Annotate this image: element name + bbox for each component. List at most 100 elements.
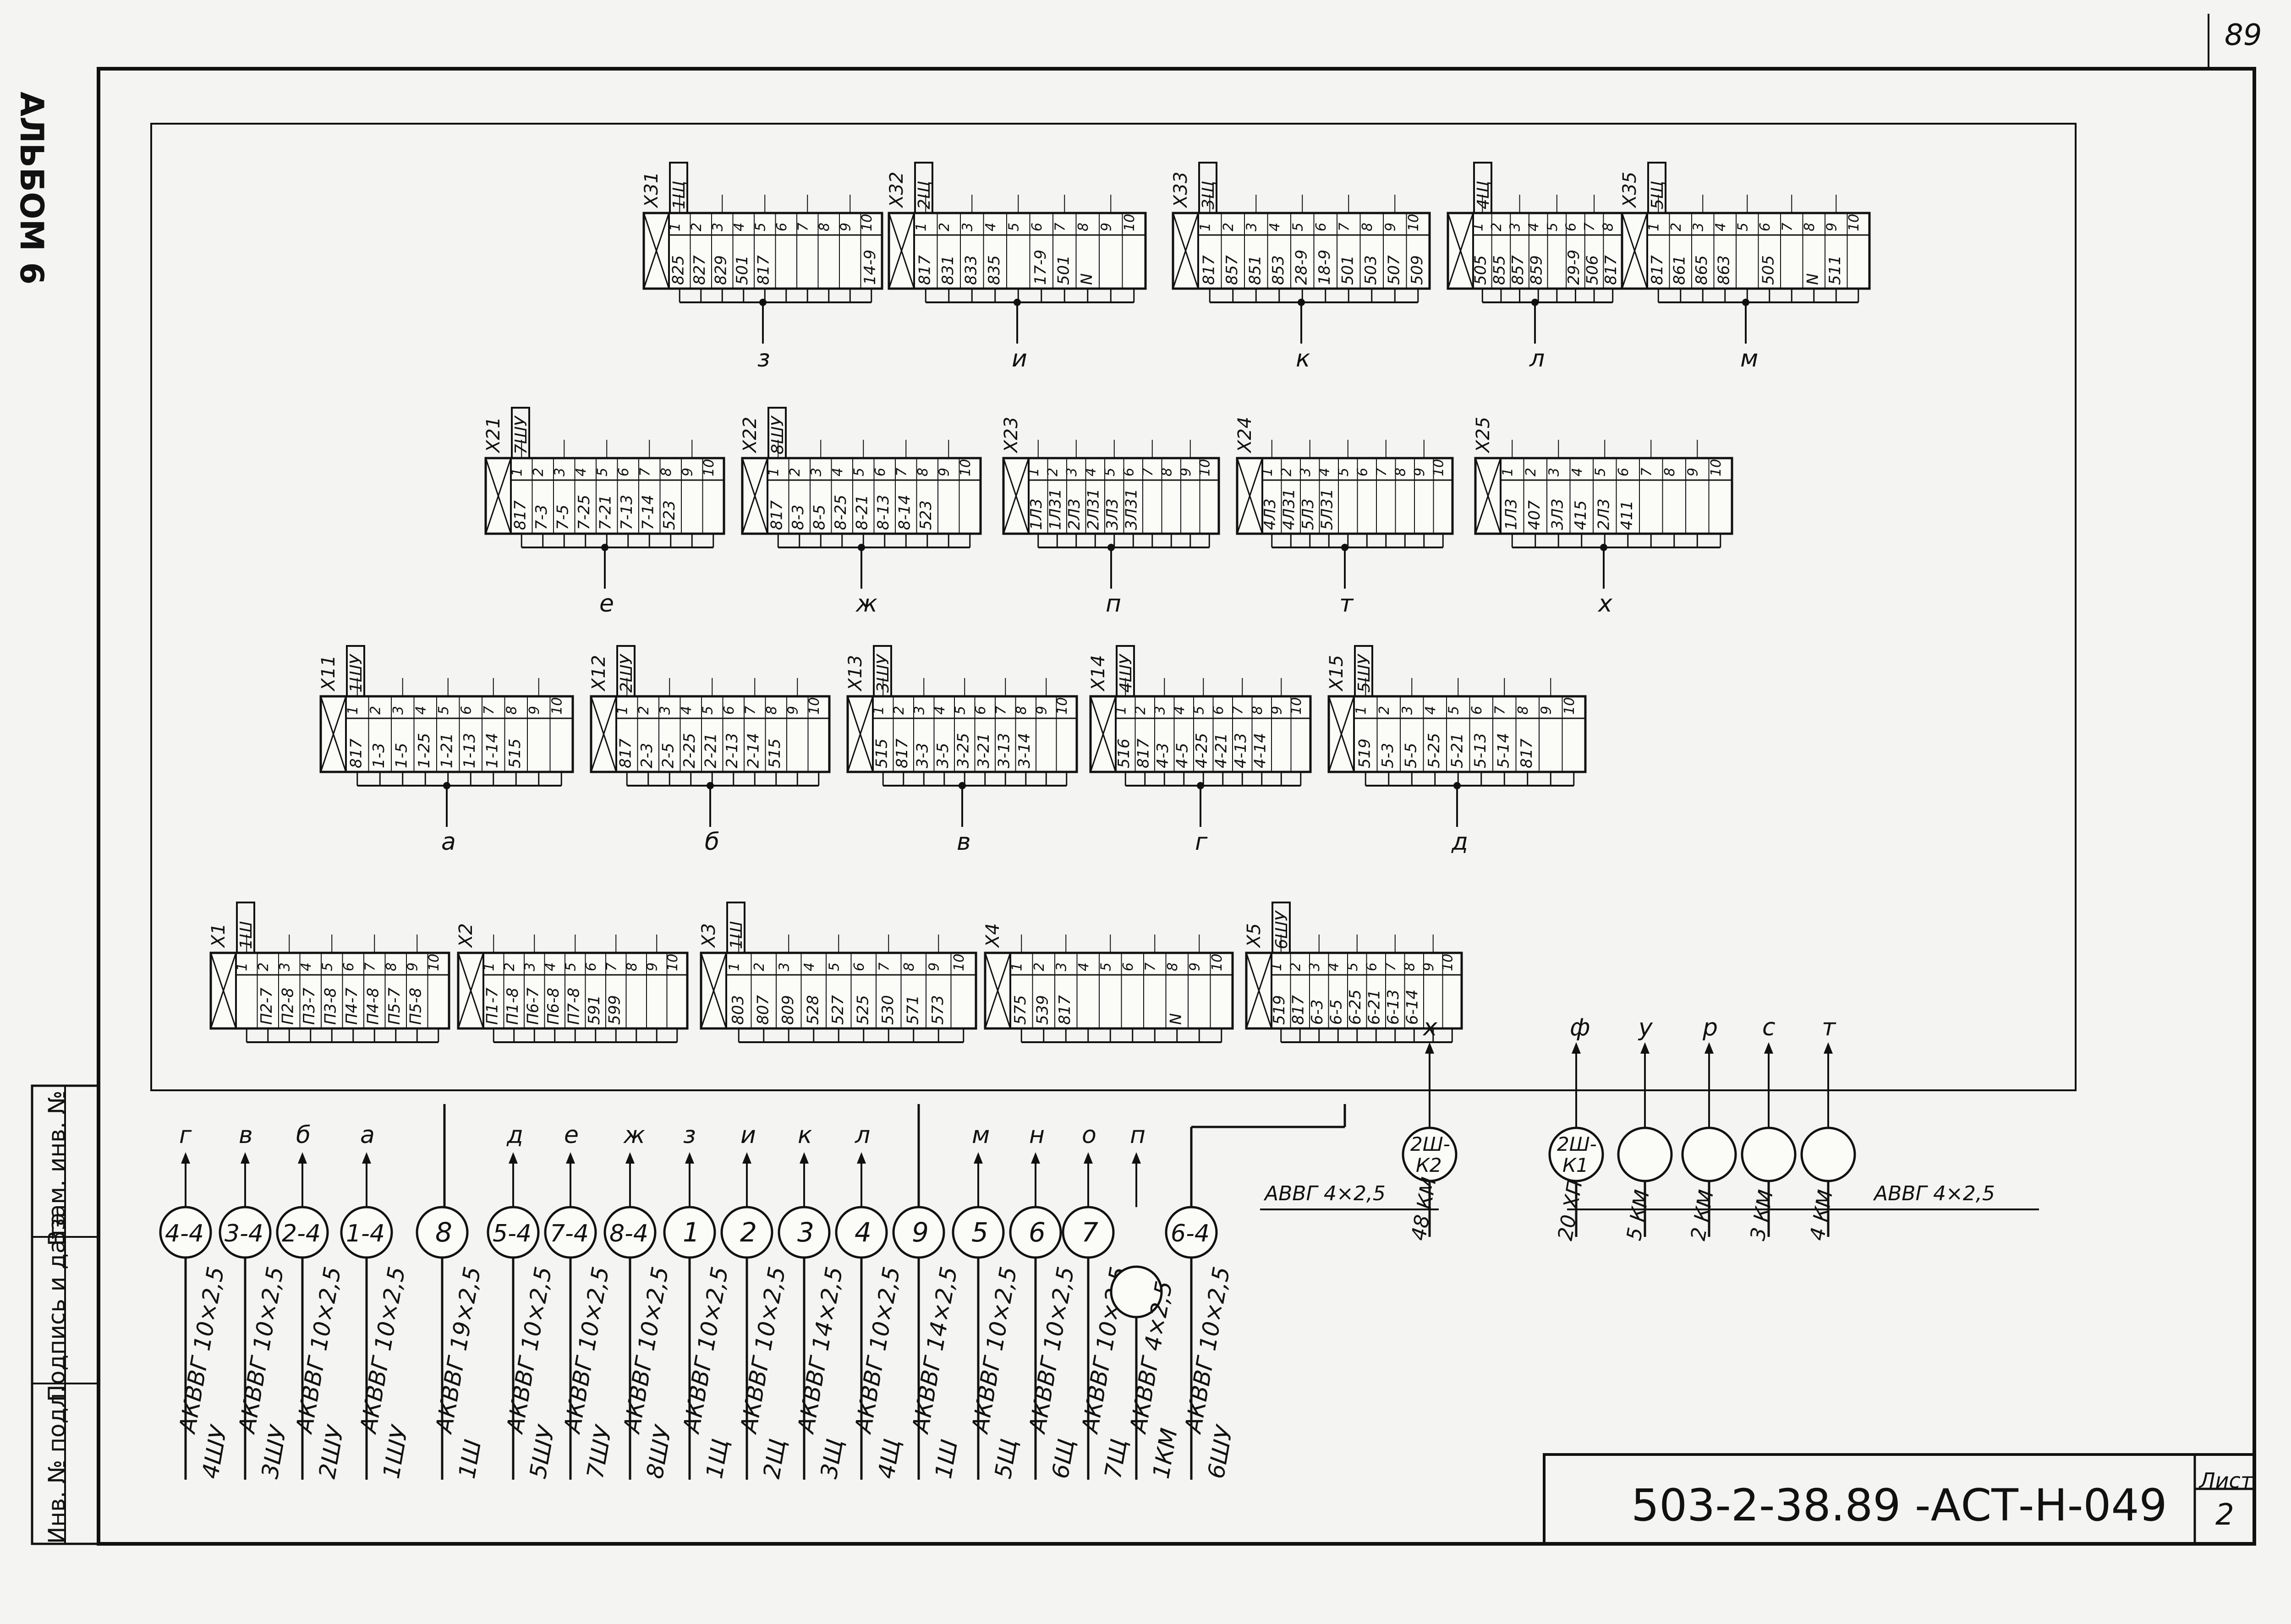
slot-number: 1 bbox=[1500, 468, 1516, 476]
terminal-block-frame bbox=[1245, 951, 1463, 1030]
slot-number: 10 bbox=[1708, 459, 1724, 476]
block-id-box bbox=[616, 645, 636, 697]
group-letter: з bbox=[757, 345, 770, 372]
block-id-box bbox=[236, 902, 255, 954]
terminal-block-frame bbox=[1621, 212, 1871, 290]
slot-label: 14-9 bbox=[861, 250, 879, 285]
slot-number: 7 bbox=[1374, 468, 1390, 476]
junction-dot bbox=[1341, 544, 1348, 551]
slot-number: 1 bbox=[667, 223, 683, 231]
block-id-box bbox=[1354, 645, 1373, 697]
slot-label: 863 bbox=[1715, 255, 1733, 285]
cable-letter: р bbox=[1702, 1014, 1718, 1041]
cable-circle-label: 4 bbox=[855, 1217, 871, 1248]
slot-number: 7 bbox=[1052, 223, 1068, 231]
junction-dot bbox=[1531, 299, 1539, 306]
slot-label: П6-8 bbox=[544, 988, 563, 1025]
slot-number: 8 bbox=[1014, 706, 1030, 715]
slot-number: 8 bbox=[915, 468, 931, 476]
slot-label: 511 bbox=[1826, 255, 1844, 285]
slot-number: 7 bbox=[1639, 468, 1655, 476]
slot-label: 865 bbox=[1693, 255, 1711, 285]
slot-label: 530 bbox=[879, 995, 897, 1025]
group-letter: в bbox=[957, 828, 971, 856]
block-id-box bbox=[914, 162, 933, 214]
slot-label: 817 bbox=[1648, 255, 1666, 285]
cable-letter: з bbox=[683, 1121, 696, 1149]
slot-number: 5 bbox=[319, 962, 335, 971]
slot-number: 2 bbox=[256, 962, 272, 971]
slot-label: 6-25 bbox=[1346, 990, 1365, 1025]
slot-label: П1-8 bbox=[504, 988, 522, 1025]
block-name: Х24 bbox=[1234, 417, 1255, 454]
slot-number: 9 bbox=[1034, 706, 1050, 715]
cable-letter: в bbox=[239, 1121, 253, 1149]
slot-number: 1 bbox=[726, 962, 742, 971]
block-id-box bbox=[873, 645, 892, 697]
slot-number: 2 bbox=[891, 706, 907, 715]
terminal-block-frame bbox=[209, 951, 450, 1030]
cable-circle-label: 7-4 bbox=[550, 1220, 589, 1247]
slot-number: 5 bbox=[1006, 223, 1022, 231]
right-cable-type-right: АВВГ 4×2,5 bbox=[1873, 1182, 1995, 1205]
slot-number: 4 bbox=[1423, 706, 1439, 715]
slot-number: 7 bbox=[637, 468, 653, 476]
slot-number: 8 bbox=[1515, 706, 1531, 715]
arrow-icon bbox=[181, 1152, 190, 1164]
slot-number: 9 bbox=[838, 223, 854, 231]
slot-label: 4-3 bbox=[1154, 743, 1172, 768]
slot-number: 5 bbox=[700, 706, 716, 715]
cable-letter: л bbox=[855, 1121, 870, 1149]
slot-label: 7-21 bbox=[597, 495, 615, 530]
slot-label: 1-14 bbox=[483, 733, 502, 768]
slot-number: 1 bbox=[1353, 706, 1369, 715]
slot-number: 7 bbox=[1140, 468, 1156, 476]
slot-label: 7-5 bbox=[554, 504, 572, 530]
cable-type: АКВВГ 10×2,5 bbox=[559, 1264, 614, 1436]
slot-label: 2-13 bbox=[723, 733, 741, 768]
cable-circle-label: 5 bbox=[971, 1217, 988, 1248]
slot-label: П4-7 bbox=[343, 988, 361, 1025]
cable-letter: и bbox=[740, 1121, 756, 1149]
slot-number: 8 bbox=[504, 706, 520, 715]
slot-label: 3Л3 bbox=[1103, 498, 1122, 530]
slot-label: 5-21 bbox=[1448, 733, 1466, 768]
slot-number: 9 bbox=[1178, 468, 1194, 476]
cable-letter: е bbox=[564, 1121, 579, 1149]
slot-number: 3 bbox=[1507, 223, 1524, 231]
slot-number: 10 bbox=[549, 697, 565, 715]
slot-number: 7 bbox=[1142, 962, 1158, 971]
group-letter: е bbox=[599, 590, 614, 618]
slot-number: 2 bbox=[367, 706, 384, 715]
junction-dot bbox=[1197, 782, 1204, 789]
block-cross bbox=[1447, 213, 1474, 289]
doc-code: 503-2-38.89 -АСТ-Н-049 bbox=[1631, 1480, 2167, 1531]
cable-dest: 5 КМ bbox=[1622, 1188, 1655, 1242]
slot-number: 10 bbox=[1431, 459, 1447, 476]
cable-letter: а bbox=[360, 1121, 375, 1149]
slot-number: 5 bbox=[1336, 468, 1352, 476]
slot-number: 3 bbox=[1307, 962, 1323, 971]
slot-number: 10 bbox=[1197, 459, 1213, 476]
slot-label: 505 bbox=[1759, 255, 1777, 285]
block-id-box bbox=[1647, 162, 1666, 214]
cable-dest: 4 КМ bbox=[1806, 1188, 1838, 1242]
slot-label: N bbox=[1078, 273, 1096, 285]
slot-number: 7 bbox=[795, 223, 811, 231]
slot-label: 3Л31 bbox=[1123, 489, 1141, 530]
cable-letter: д bbox=[506, 1121, 523, 1149]
slot-number: 10 bbox=[701, 459, 717, 476]
slot-number: 8 bbox=[624, 962, 640, 971]
slot-label: N bbox=[1803, 273, 1822, 285]
slot-number: 3 bbox=[808, 468, 824, 476]
block-cross bbox=[1328, 696, 1355, 772]
slot-label: 857 bbox=[1223, 255, 1241, 285]
